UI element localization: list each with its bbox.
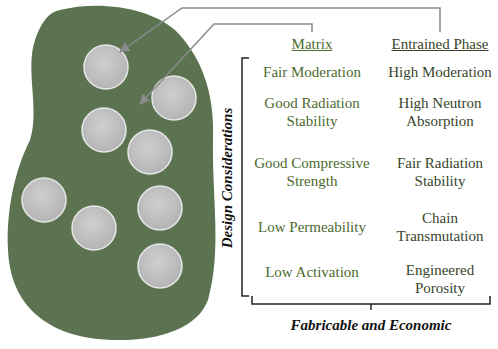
property-label: Fair Moderation: [242, 63, 382, 81]
property-label: Good Compressive Strength: [242, 154, 382, 190]
property-label: High Moderation: [384, 63, 496, 81]
entrained-particles: [22, 45, 196, 288]
bracket-title: Fabricable and Economic: [291, 316, 452, 334]
column-header: Entrained Phase: [391, 35, 488, 53]
property-label: Engineered Porosity: [384, 261, 496, 297]
property-label: Low Activation: [242, 263, 382, 281]
column-header: Matrix: [292, 35, 333, 53]
property-label: Low Permeability: [242, 218, 382, 236]
property-label: Fair Radiation Stability: [384, 154, 496, 190]
bracket-title: Design Considerations: [218, 108, 236, 248]
leader-lines: [120, 8, 440, 104]
property-label: High Neutron Absorption: [384, 94, 496, 130]
property-label: Good Radiation Stability: [242, 94, 382, 130]
property-label: Chain Transmutation: [384, 209, 496, 245]
